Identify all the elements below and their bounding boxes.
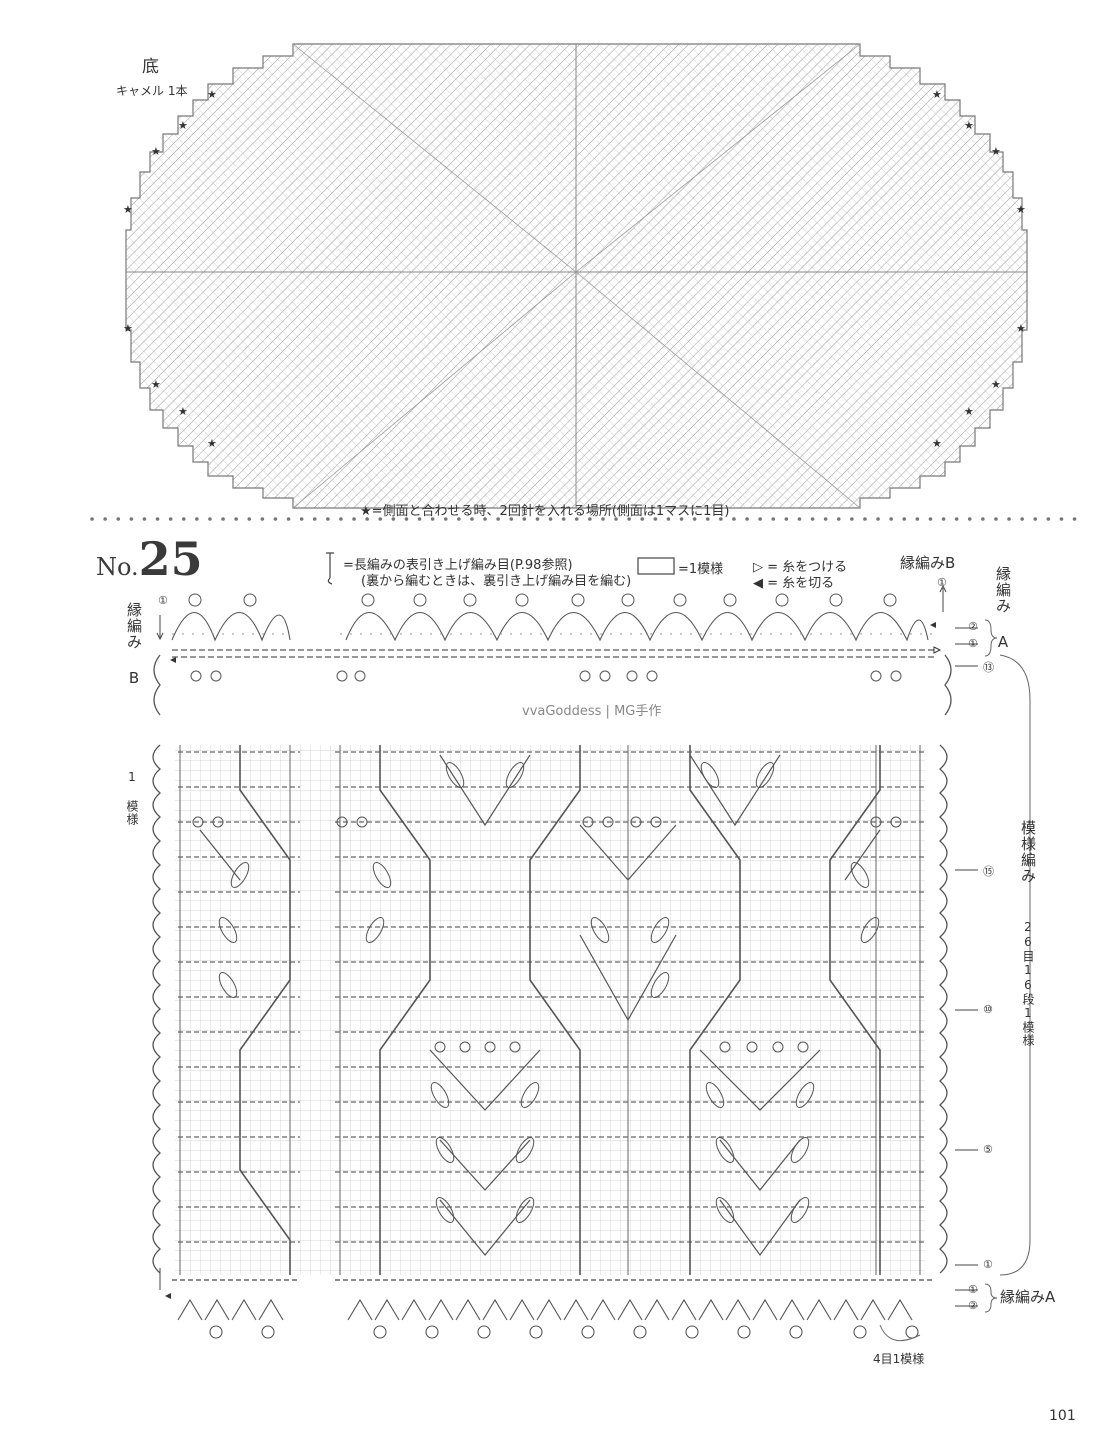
svg-text:★: ★ (991, 145, 1001, 158)
repeat-left-label: 1 模様 (125, 770, 139, 826)
raised-dc-symbol (326, 552, 334, 585)
row-marker-5: ⑤ (983, 1143, 993, 1156)
row-marker-2-top: ② (968, 620, 978, 633)
svg-text:★: ★ (178, 405, 188, 418)
row-marker-1-body: ① (983, 1258, 993, 1271)
star-note: ★=側面と合わせる時、2回針を入れる場所(側面は1マスに1目) (360, 504, 730, 519)
svg-text:★: ★ (123, 322, 133, 335)
svg-text:★: ★ (932, 88, 942, 101)
svg-text:★: ★ (964, 405, 974, 418)
legend-cut-yarn: ◀ = 糸を切る (753, 576, 835, 591)
pattern-number-title: No.25 (96, 532, 203, 586)
edging-a-right-label: 縁編み A (994, 566, 1012, 652)
svg-text:★: ★ (151, 145, 161, 158)
svg-text:★: ★ (178, 119, 188, 132)
pattern-stitch-label: 模様編み (1019, 820, 1037, 884)
row-marker-1-top-left: ① (158, 594, 168, 607)
bottom-yarn-label: キャメル 1本 (116, 84, 188, 98)
svg-text:★: ★ (151, 378, 161, 391)
legend-one-repeat: =1模様 (678, 562, 724, 577)
legend-attach-yarn: ▷ = 糸をつける (753, 560, 848, 575)
pattern-number-value: 25 (138, 532, 203, 586)
row-marker-1-top-right: ① (937, 576, 947, 589)
row-marker-13: ⑬ (983, 661, 994, 674)
row-marker-1-edging: ① (968, 637, 978, 650)
svg-text:★: ★ (932, 437, 942, 450)
bottom-chart-title: 底 (142, 57, 159, 77)
row-marker-10: ⑩ (983, 1003, 993, 1016)
edging-b-left-label: 縁編み B (125, 602, 143, 688)
pattern-number-prefix: No. (96, 553, 139, 581)
svg-text:★: ★ (207, 88, 217, 101)
legend-raised-dc: =長編みの表引き上げ編み目(P.98参照) (343, 558, 573, 573)
edging-b-top-label: 縁編みB (900, 554, 956, 572)
legend-raised-dc-note: (裏から編むときは、裏引き上げ編み目を編む) (361, 574, 632, 589)
edging-a-bottom-label: 縁編みA (1000, 1288, 1056, 1306)
svg-text:★: ★ (991, 378, 1001, 391)
svg-text:★: ★ (1016, 203, 1026, 216)
bottom-oval-chart: ★ ★ ★ ★ ★ ★ ★ ★ ★ ★ ★ ★ ★ ★ ★ ★ (123, 43, 1028, 509)
svg-text:★: ★ (123, 203, 133, 216)
row-marker-1-bottom: ① (968, 1283, 978, 1296)
watermark: vvaGoddess | MG手作 (522, 704, 662, 719)
svg-text:★: ★ (964, 119, 974, 132)
row-marker-2-bottom: ② (968, 1299, 978, 1312)
four-stitch-repeat-label: 4目1模様 (873, 1352, 925, 1366)
legend-repeat-box (637, 557, 675, 575)
pattern-count-label: 26目16段1模様 (1021, 920, 1035, 1047)
svg-text:★: ★ (207, 437, 217, 450)
star-markers: ★ ★ ★ ★ ★ ★ ★ ★ ★ ★ ★ ★ ★ ★ ★ ★ (123, 88, 1026, 450)
svg-text:★: ★ (1016, 322, 1026, 335)
no25-pattern-chart (152, 584, 1031, 1342)
row-marker-15: ⑮ (983, 865, 994, 878)
page-number: 101 (1049, 1408, 1076, 1424)
